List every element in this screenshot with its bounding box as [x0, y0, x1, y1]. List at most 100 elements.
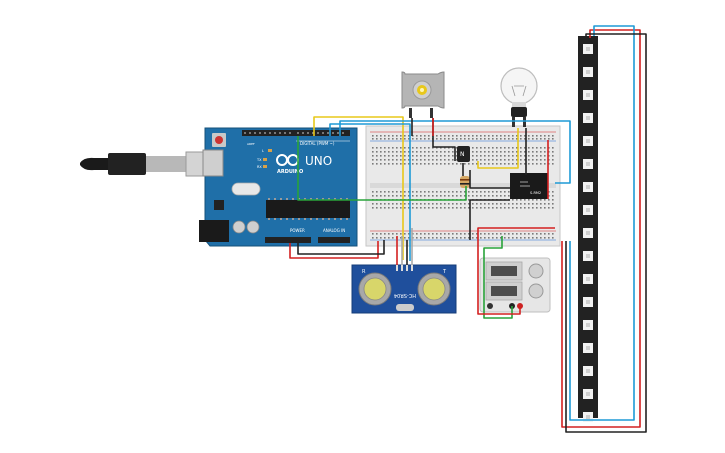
breadboard-hole: [392, 207, 394, 209]
breadboard-hole: [432, 237, 434, 239]
breadboard-hole: [372, 147, 374, 149]
breadboard-hole: [468, 195, 470, 197]
breadboard-hole: [392, 237, 394, 239]
breadboard-hole: [424, 138, 426, 140]
led-strip[interactable]: [578, 36, 598, 422]
breadboard-hole: [468, 233, 470, 235]
breadboard-hole: [428, 195, 430, 197]
breadboard-hole: [380, 159, 382, 161]
dc-motor[interactable]: [401, 71, 445, 118]
breadboard-hole: [448, 207, 450, 209]
breadboard-hole: [380, 151, 382, 153]
breadboard-hole: [408, 237, 410, 239]
relay[interactable]: S-RM2: [510, 173, 548, 199]
breadboard-hole: [532, 135, 534, 137]
breadboard-hole: [468, 203, 470, 205]
breadboard-hole: [520, 159, 522, 161]
breadboard-hole: [452, 138, 454, 140]
breadboard-hole: [392, 203, 394, 205]
breadboard-hole: [512, 135, 514, 137]
breadboard-hole: [476, 138, 478, 140]
light-bulb[interactable]: [500, 67, 538, 127]
breadboard-hole: [504, 233, 506, 235]
resistor[interactable]: [460, 176, 470, 188]
breadboard-hole: [548, 138, 550, 140]
power-supply[interactable]: [479, 257, 551, 313]
breadboard-hole: [496, 191, 498, 193]
breadboard-hole: [484, 135, 486, 137]
breadboard-hole: [440, 207, 442, 209]
reset-button-cap[interactable]: [215, 136, 223, 144]
breadboard-hole: [472, 159, 474, 161]
breadboard-hole: [484, 207, 486, 209]
breadboard-hole: [388, 135, 390, 137]
breadboard-hole: [472, 207, 474, 209]
breadboard-hole: [520, 151, 522, 153]
breadboard-hole: [400, 207, 402, 209]
breadboard-hole: [508, 159, 510, 161]
led-pixel-core: [586, 300, 590, 304]
breadboard-hole: [444, 195, 446, 197]
breadboard-hole: [436, 195, 438, 197]
breadboard-hole: [532, 233, 534, 235]
breadboard-hole: [472, 155, 474, 157]
breadboard-hole: [456, 155, 458, 157]
breadboard-hole: [388, 195, 390, 197]
breadboard-hole: [492, 151, 494, 153]
breadboard-hole: [408, 138, 410, 140]
breadboard-hole: [512, 147, 514, 149]
breadboard-hole: [396, 163, 398, 165]
breadboard-hole: [460, 207, 462, 209]
breadboard-hole: [404, 151, 406, 153]
led-pixel-core: [586, 208, 590, 212]
breadboard-hole: [532, 163, 534, 165]
breadboard-hole: [436, 207, 438, 209]
breadboard-hole: [376, 135, 378, 137]
breadboard-hole: [524, 237, 526, 239]
breadboard-hole: [376, 151, 378, 153]
breadboard-hole: [544, 207, 546, 209]
breadboard-hole: [456, 163, 458, 165]
arduino-board[interactable]: DIGITAL (PWM ~) AREF ARDUINO UNO TX RX L: [199, 127, 358, 247]
breadboard-hole: [392, 191, 394, 193]
arduino-logo: ARDUINO UNO: [276, 154, 332, 175]
breadboard-hole: [464, 191, 466, 193]
breadboard-hole: [484, 151, 486, 153]
breadboard-hole: [520, 199, 522, 201]
breadboard-hole: [552, 159, 554, 161]
breadboard-hole: [552, 203, 554, 205]
breadboard-hole: [396, 195, 398, 197]
breadboard-hole: [420, 237, 422, 239]
breadboard-hole: [488, 237, 490, 239]
breadboard-hole: [464, 163, 466, 165]
breadboard-hole: [400, 138, 402, 140]
breadboard-hole: [544, 147, 546, 149]
breadboard-hole: [420, 159, 422, 161]
breadboard-hole: [488, 203, 490, 205]
breadboard-hole: [416, 163, 418, 165]
breadboard-hole: [388, 203, 390, 205]
breadboard-hole: [508, 163, 510, 165]
breadboard-hole: [408, 155, 410, 157]
breadboard-hole: [408, 163, 410, 165]
ultrasonic-sensor[interactable]: HC-SR04 R T: [351, 264, 457, 314]
breadboard-hole: [468, 237, 470, 239]
transistor[interactable]: N: [457, 146, 470, 162]
breadboard-hole: [540, 151, 542, 153]
breadboard-hole: [540, 163, 542, 165]
breadboard-hole: [444, 159, 446, 161]
breadboard-hole: [408, 207, 410, 209]
breadboard-hole: [456, 135, 458, 137]
breadboard-hole: [420, 138, 422, 140]
breadboard-hole: [404, 191, 406, 193]
breadboard-hole: [484, 191, 486, 193]
breadboard-hole: [456, 237, 458, 239]
breadboard-hole: [388, 138, 390, 140]
breadboard-hole: [424, 195, 426, 197]
breadboard-hole: [392, 195, 394, 197]
breadboard-hole: [396, 203, 398, 205]
breadboard-hole: [440, 135, 442, 137]
breadboard-hole: [372, 155, 374, 157]
breadboard-hole: [540, 159, 542, 161]
breadboard-hole: [392, 233, 394, 235]
